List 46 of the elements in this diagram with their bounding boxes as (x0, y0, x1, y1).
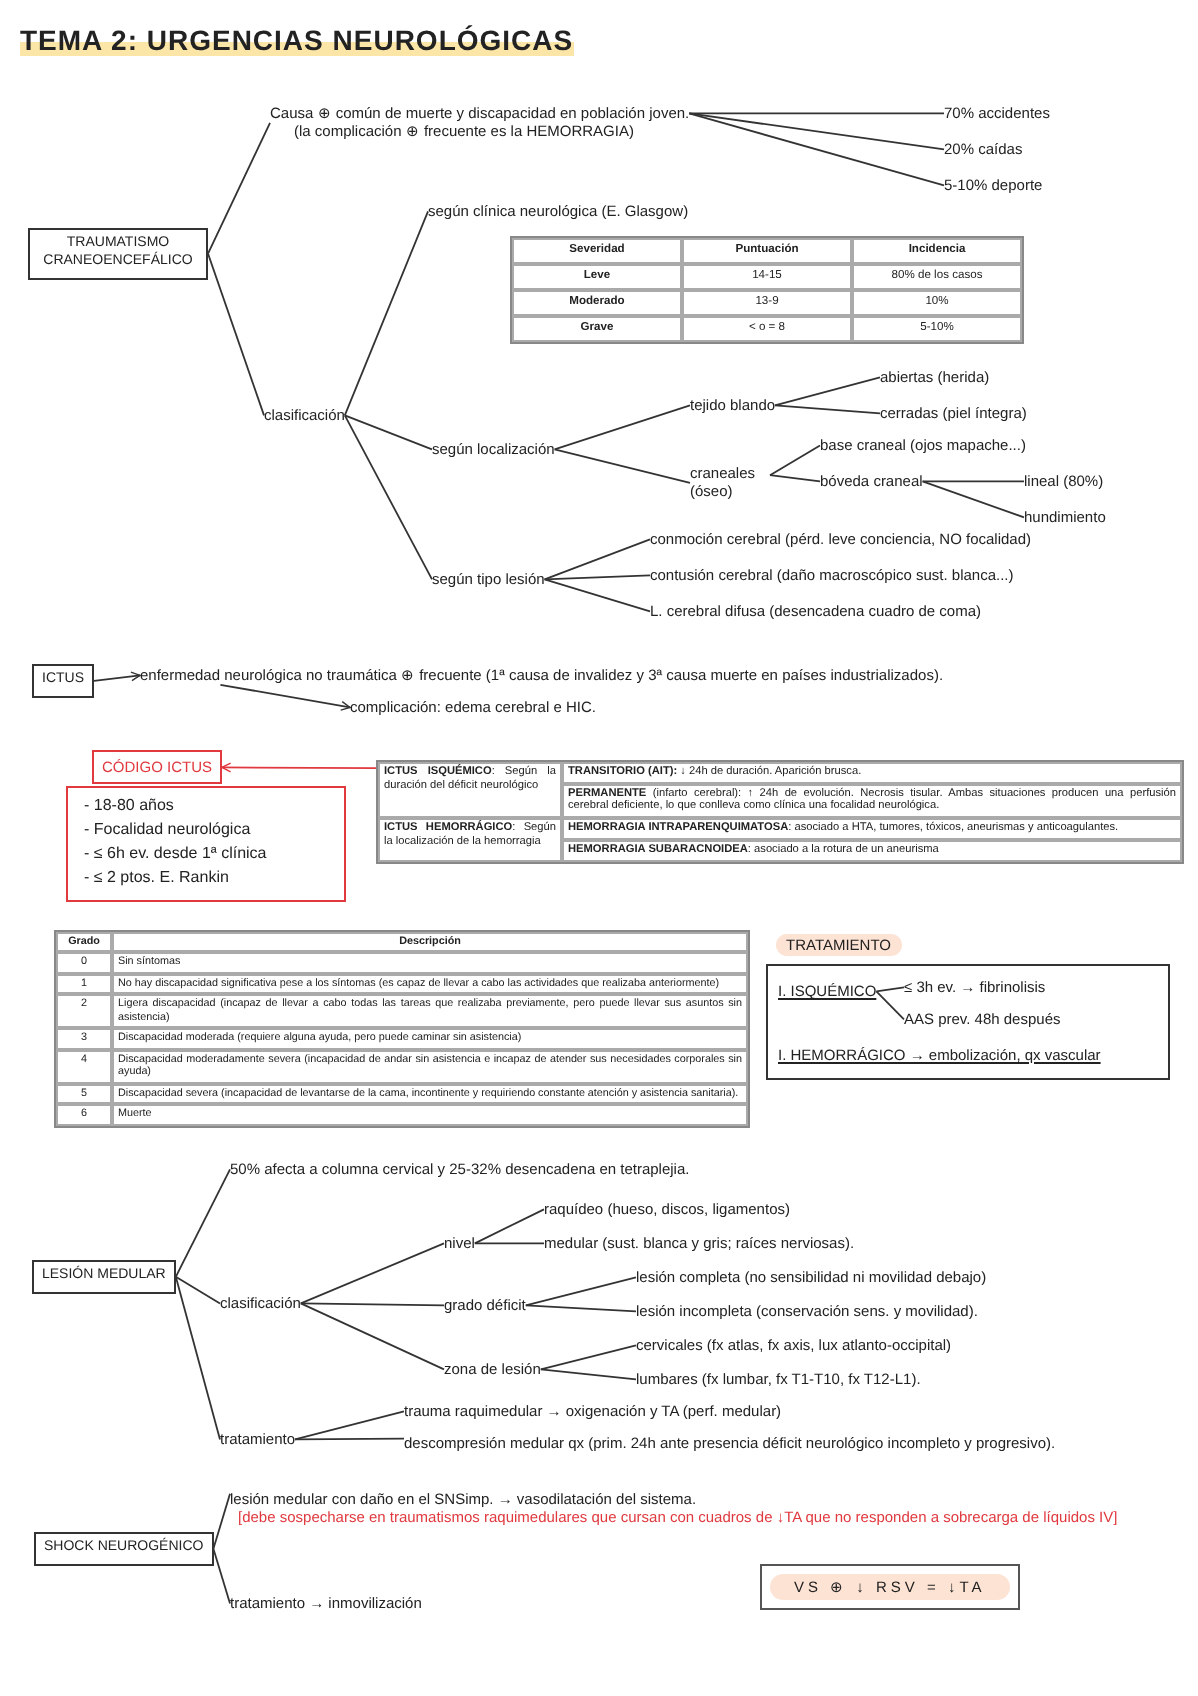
connector-line (688, 112, 945, 151)
connector-line (769, 444, 821, 477)
connector-line (539, 1368, 637, 1381)
arrow (221, 762, 377, 773)
connector-line (774, 376, 881, 407)
connector-line (343, 414, 433, 581)
connector-line (299, 1302, 445, 1371)
connector-line (473, 1208, 545, 1245)
connector-line (769, 474, 821, 483)
connector-line (299, 1302, 445, 1307)
connector-line (543, 538, 651, 581)
connector-line (553, 404, 691, 451)
page-title: TEMA 2: URGENCIAS NEUROLÓGICAS (20, 24, 574, 56)
connector-line (343, 414, 433, 451)
connector-line (688, 112, 945, 187)
connector-line (543, 574, 651, 581)
list-item: - 18-80 años (84, 796, 176, 816)
connector-line (524, 1276, 637, 1307)
connector-line (875, 986, 905, 993)
connector-line (543, 578, 651, 613)
connector-line (207, 121, 271, 255)
ictus-table (376, 760, 1184, 864)
connector-line (212, 1492, 231, 1550)
connector-line (553, 448, 691, 484)
connector-line (875, 990, 905, 1021)
connector-line (212, 1547, 231, 1605)
connector-line (207, 252, 265, 417)
connector-line (524, 1304, 637, 1313)
list-item: - ≤ 2 ptos. E. Rankin (84, 868, 231, 888)
list-item: - ≤ 6h ev. desde 1ª clínica (84, 844, 269, 864)
connector-line (473, 1242, 545, 1245)
connector-line (294, 1437, 405, 1441)
connector-line (921, 480, 1025, 483)
arrow (93, 671, 141, 682)
connector-line (343, 210, 429, 417)
connector-line (921, 480, 1025, 519)
arrow (219, 683, 351, 711)
connector-line (174, 1275, 221, 1441)
connector-line (299, 1242, 445, 1305)
list-item: - Focalidad neurológica (84, 820, 253, 840)
connector-line (294, 1410, 405, 1441)
criteria-box (66, 786, 346, 902)
connector-line (174, 1168, 231, 1278)
connector-line (774, 404, 881, 415)
connector-line (174, 1275, 221, 1305)
connector-line (539, 1344, 637, 1371)
